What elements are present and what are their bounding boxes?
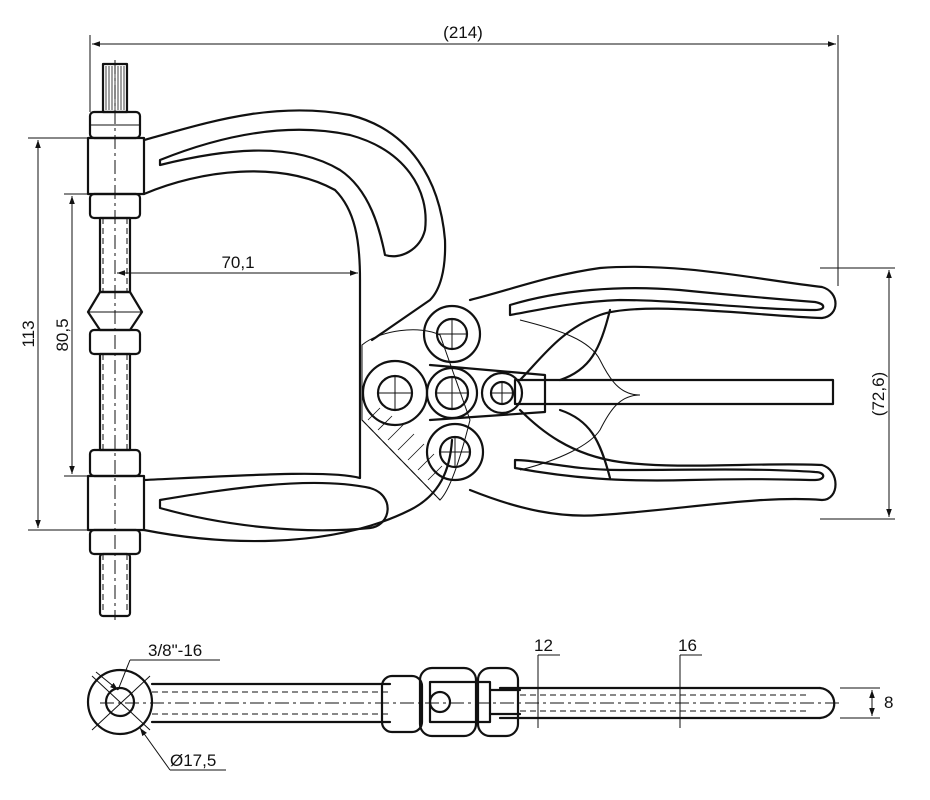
dim-thread: 3/8"-16: [148, 641, 202, 660]
dim-overall-width: (214): [443, 23, 483, 42]
dim-diameter: Ø17,5: [170, 751, 216, 770]
dim-pin-b: 16: [678, 636, 697, 655]
dim-height-inner: 80,5: [53, 318, 72, 351]
dim-throat-depth: 70,1: [221, 253, 254, 272]
handles: [468, 265, 837, 517]
dimension-lines-side: [95, 654, 880, 771]
dim-height-total: 113: [19, 320, 38, 347]
clamp-frame: [142, 109, 471, 543]
dim-handle-spread: (72,6): [869, 372, 888, 416]
dim-pin-a: 12: [534, 636, 553, 655]
threaded-spindle: [86, 60, 146, 620]
side-view: [86, 666, 840, 738]
pivot-mechanism: [361, 304, 835, 482]
dim-thickness: 8: [884, 693, 893, 712]
dimension-lines-front: [28, 35, 895, 531]
